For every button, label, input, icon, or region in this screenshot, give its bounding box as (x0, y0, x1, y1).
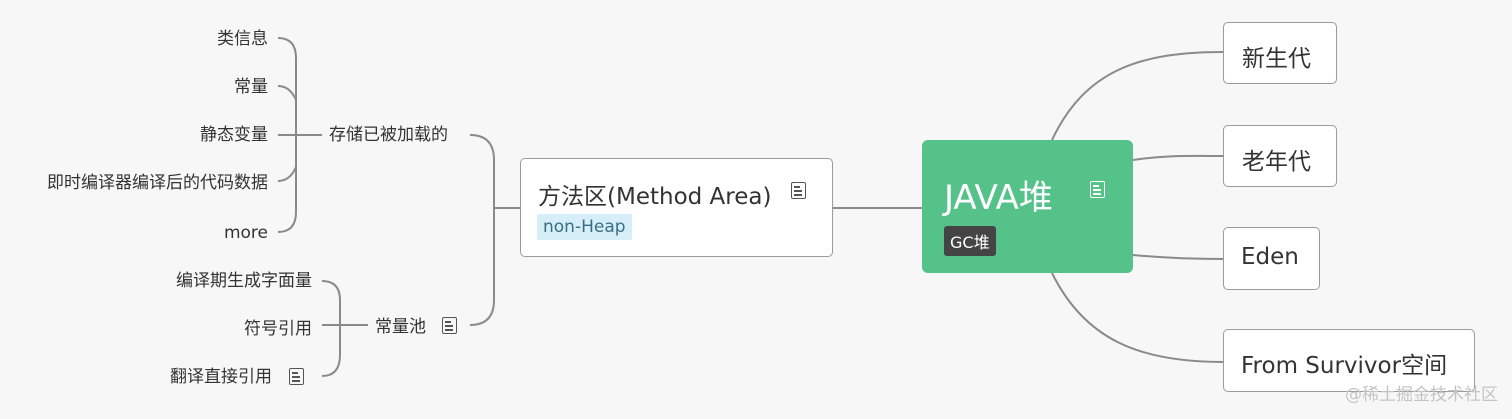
java-heap-node[interactable]: JAVA堆 GC堆 (922, 140, 1133, 273)
method-area-node[interactable]: 方法区(Method Area) non-Heap (520, 158, 833, 257)
stored-item-class-info: 类信息 (217, 29, 268, 49)
java-heap-title: JAVA堆 (944, 178, 1053, 218)
stored-item-constant: 常量 (234, 77, 268, 97)
old-gen-label: 老年代 (1242, 149, 1311, 175)
stored-item-static-var: 静态变量 (200, 125, 268, 145)
watermark: @稀土掘金技术社区 (1345, 385, 1498, 405)
pool-item-symbol-ref: 符号引用 (244, 319, 312, 339)
pool-item-literals: 编译期生成字面量 (176, 271, 312, 291)
stored-item-more: more (223, 223, 268, 243)
eden-node[interactable]: Eden (1223, 227, 1320, 290)
eden-label: Eden (1241, 244, 1299, 270)
from-survivor-node[interactable]: From Survivor空间 (1223, 329, 1475, 392)
young-gen-node[interactable]: 新生代 (1223, 22, 1337, 84)
note-icon[interactable] (1090, 181, 1105, 198)
constant-pool-label: 常量池 (375, 317, 426, 337)
from-survivor-label: From Survivor空间 (1241, 353, 1448, 379)
pool-item-direct-ref: 翻译直接引用 (170, 367, 272, 387)
note-icon[interactable] (791, 182, 806, 199)
non-heap-tag: non-Heap (537, 214, 632, 240)
method-area-label: 方法区(Method Area) (538, 184, 772, 210)
gc-heap-tag: GC堆 (944, 226, 996, 256)
old-gen-node[interactable]: 老年代 (1223, 125, 1337, 187)
note-icon[interactable] (289, 368, 304, 385)
young-gen-label: 新生代 (1242, 46, 1311, 72)
stored-item-jit-code: 即时编译器编译后的代码数据 (47, 173, 268, 193)
note-icon[interactable] (442, 317, 457, 334)
stored-group-label: 存储已被加载的 (329, 125, 448, 145)
